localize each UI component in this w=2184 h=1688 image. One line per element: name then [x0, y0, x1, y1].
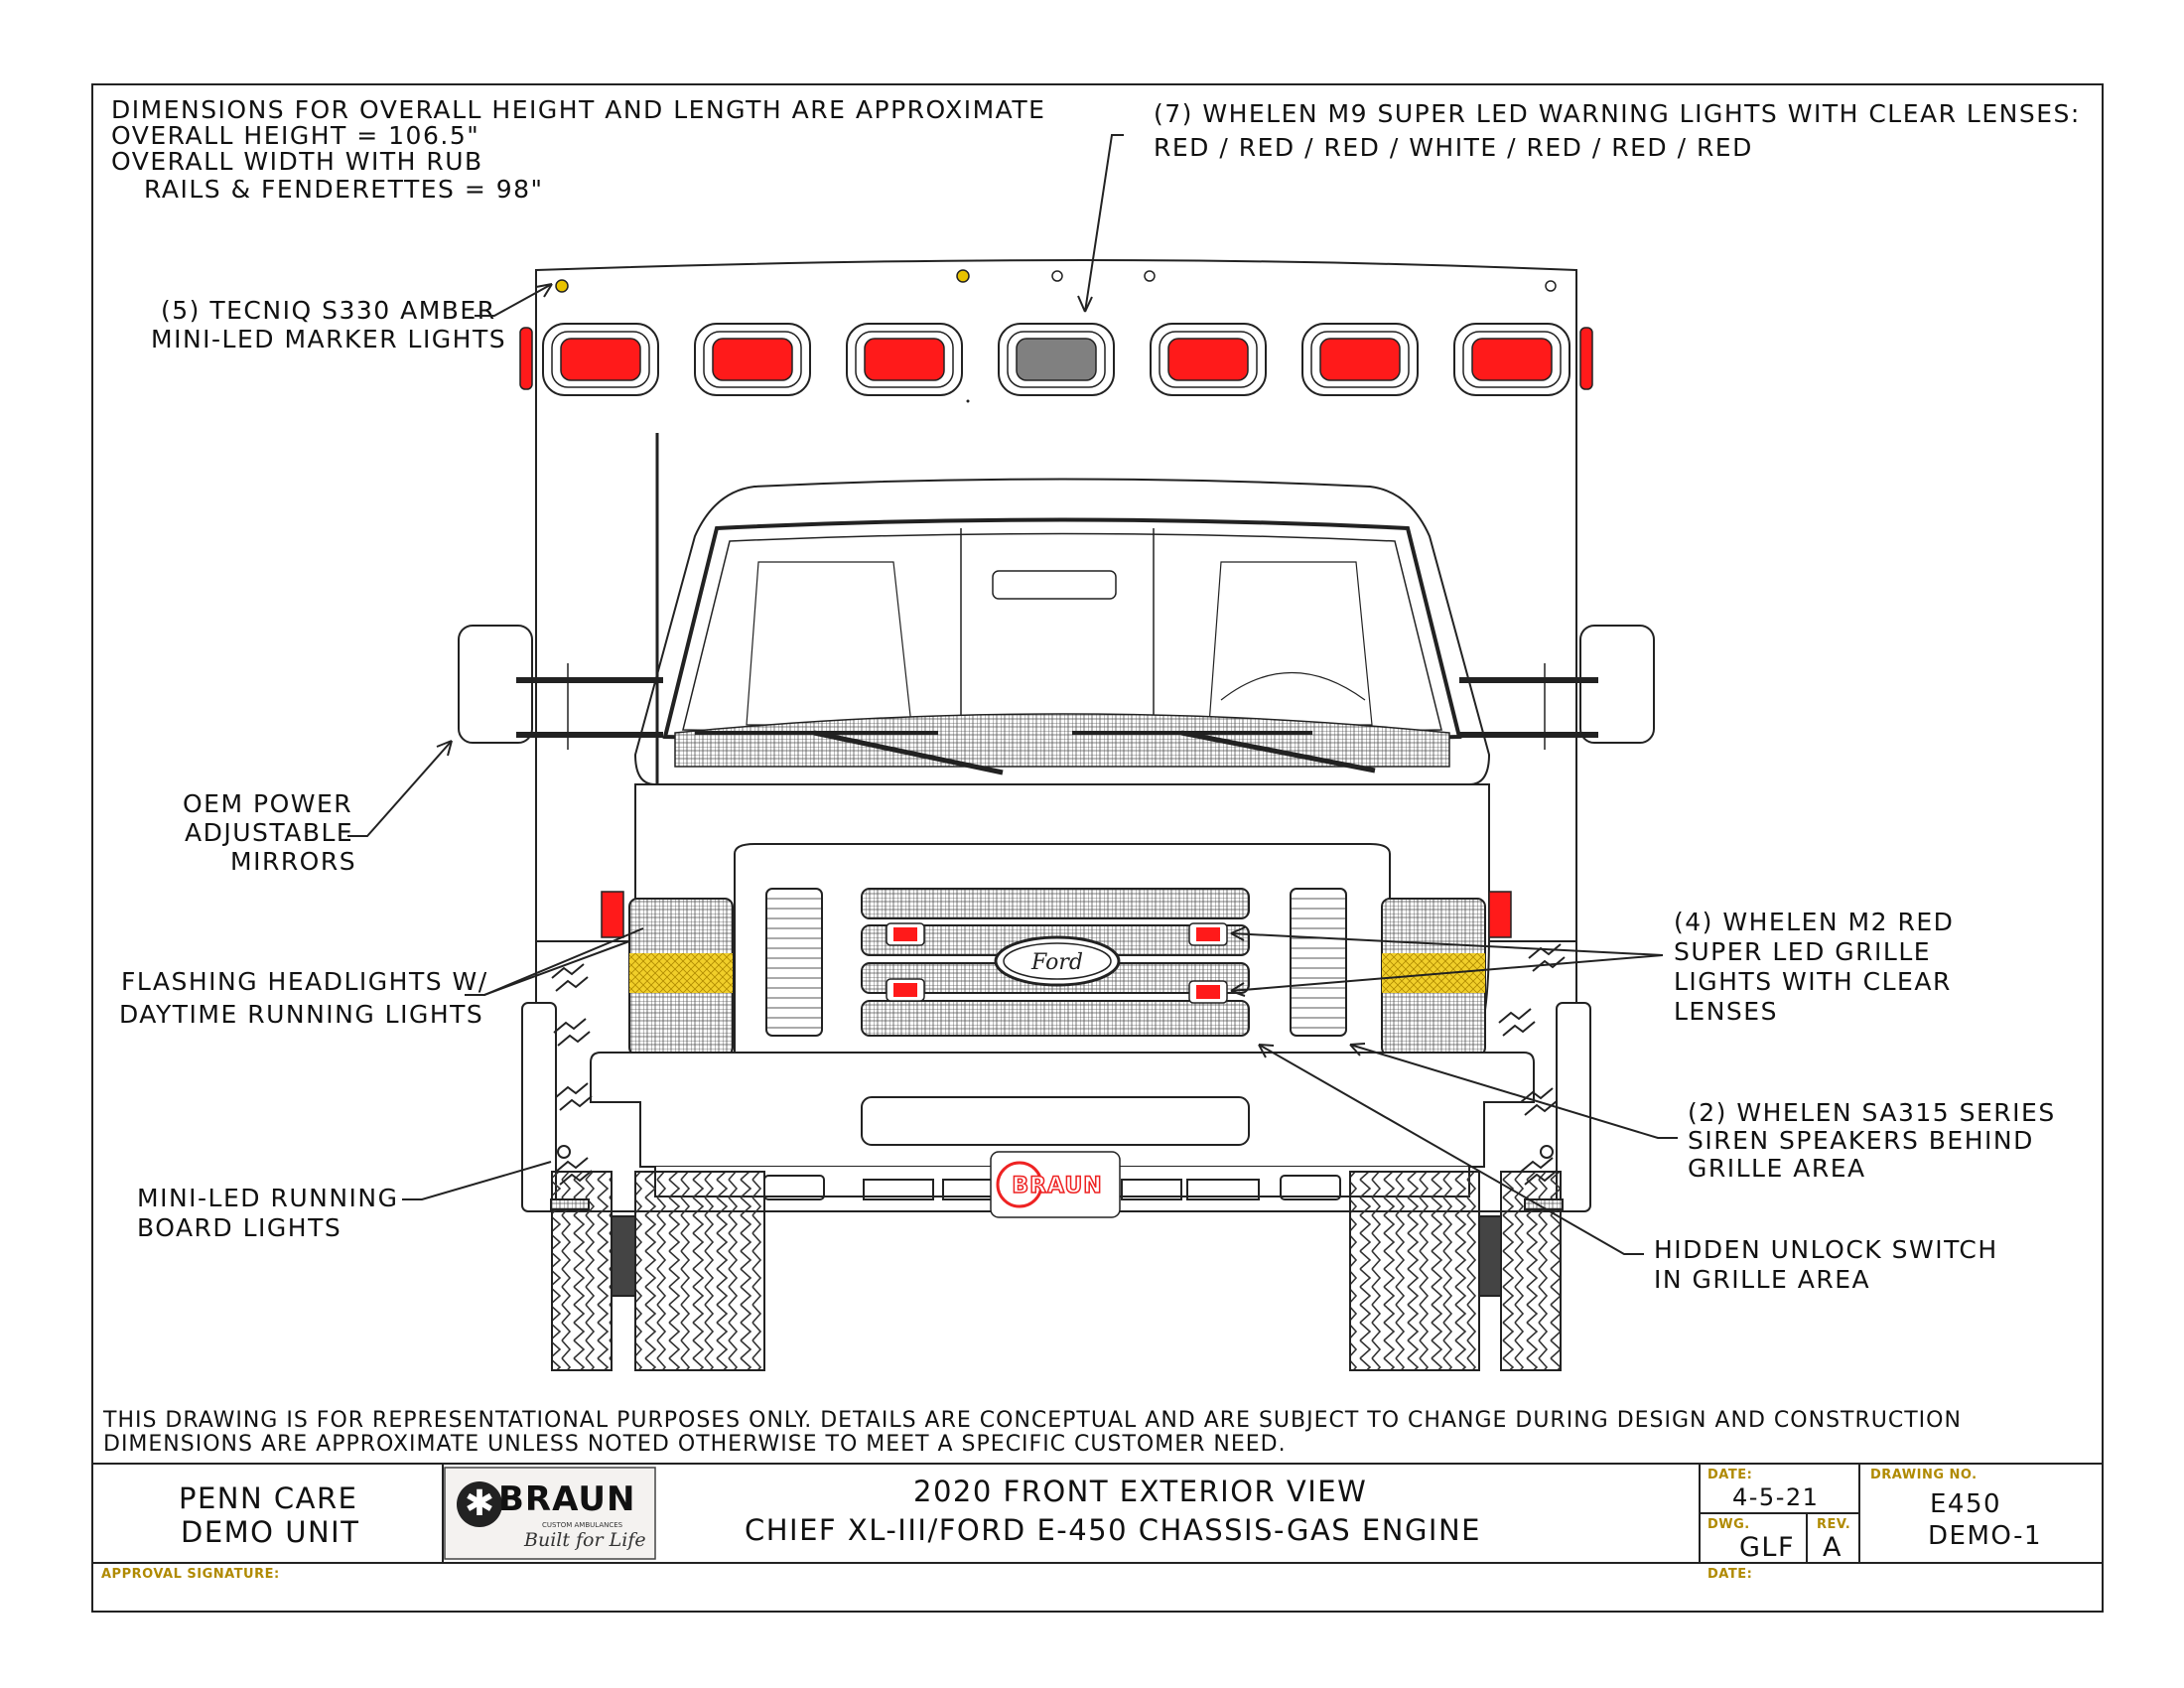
right-fender-marker: [1488, 891, 1512, 938]
right-running-board-light: [1540, 1145, 1554, 1159]
braun-logo: ✱ BRAUN CUSTOM AMBULANCES Built for Life: [455, 1474, 647, 1555]
callout-siren-line1: (2) WHELEN SA315 SERIES: [1688, 1098, 2056, 1127]
callout-grille-lights-line1: (4) WHELEN M2 RED: [1674, 908, 1955, 936]
left-fender-marker: [601, 891, 624, 938]
drawing-no-line1: E450: [1930, 1489, 2002, 1519]
right-drl-amber: [1382, 953, 1485, 993]
left-drl-amber: [629, 953, 733, 993]
callout-running-board-line1: MINI-LED RUNNING: [137, 1184, 399, 1212]
right-side-corner-light: [1579, 327, 1593, 390]
date-value: 4-5-21: [1732, 1483, 1820, 1511]
callout-warning-lights-line2: RED / RED / RED / WHITE / RED / RED / RE…: [1154, 133, 1753, 162]
left-side-corner-light: [519, 327, 533, 390]
customer-name-line2: DEMO UNIT: [181, 1515, 360, 1549]
callout-grille-lights-line2: SUPER LED GRILLE: [1674, 937, 1932, 966]
warning-light-7: [1453, 323, 1570, 396]
logo-subtext: CUSTOM AMBULANCES: [542, 1521, 623, 1529]
drawing-sheet-border: [91, 83, 2104, 1613]
rev-label: REV.: [1817, 1517, 1851, 1532]
rearview-mirror: [992, 570, 1117, 600]
callout-mirrors-line1: OEM POWER: [183, 789, 353, 818]
callout-marker-lights-line2: MINI-LED MARKER LIGHTS: [151, 325, 507, 353]
dims-note-line3: OVERALL WIDTH WITH RUB: [111, 147, 483, 176]
amber-marker-lights: [555, 269, 1557, 293]
ford-badge-text: Ford: [1030, 950, 1083, 975]
logo-script: Built for Life: [524, 1529, 646, 1551]
right-inner-tire: [1349, 1171, 1480, 1371]
front-bumper: [590, 1052, 1535, 1168]
ford-oval-badge: [994, 935, 1121, 987]
drawing-no-line2: DEMO-1: [1928, 1521, 2042, 1551]
callout-grille-lights-line4: LENSES: [1674, 997, 1778, 1026]
cowl-panel: [674, 713, 1450, 768]
windshield-glass: [682, 532, 1442, 735]
dwg-label: DWG.: [1707, 1517, 1750, 1532]
callout-siren-line3: GRILLE AREA: [1688, 1154, 1866, 1183]
callout-unlock-line1: HIDDEN UNLOCK SWITCH: [1654, 1235, 1998, 1264]
callout-marker-lights-line1: (5) TECNIQ S330 AMBER: [161, 296, 496, 325]
warning-light-6: [1301, 323, 1419, 396]
left-running-board-light: [557, 1145, 571, 1159]
dims-note-line2: OVERALL HEIGHT = 106.5": [111, 121, 480, 150]
warning-lights-row: [542, 323, 1570, 396]
warning-light-2: [694, 323, 811, 396]
approval-signature-label: APPROVAL SIGNATURE:: [101, 1567, 280, 1582]
callout-warning-lights-line1: (7) WHELEN M9 SUPER LED WARNING LIGHTS W…: [1154, 99, 2081, 128]
front-plate: [990, 1151, 1121, 1218]
bumper-opening: [861, 1096, 1250, 1146]
rev-value: A: [1823, 1532, 1843, 1563]
drawing-no-label: DRAWING NO.: [1870, 1468, 1978, 1482]
warning-light-1: [542, 323, 659, 396]
grille-lights: [886, 922, 1228, 1004]
logo-wordmark: BRAUN: [498, 1479, 636, 1519]
dwg-value: GLF: [1739, 1532, 1795, 1563]
date-label: DATE:: [1707, 1468, 1753, 1482]
callout-siren-line2: SIREN SPEAKERS BEHIND: [1688, 1126, 2034, 1155]
left-mirror-head: [458, 625, 533, 744]
left-inner-tire: [634, 1171, 765, 1371]
disclaimer-line1: THIS DRAWING IS FOR REPRESENTATIONAL PUR…: [103, 1408, 1962, 1433]
title-block: [91, 1463, 2104, 1564]
dims-note-line4: RAILS & FENDERETTES = 98": [144, 175, 544, 204]
left-grille-vent: [765, 888, 823, 1037]
right-grille-vent: [1290, 888, 1347, 1037]
callout-running-board-line2: BOARD LIGHTS: [137, 1213, 342, 1242]
right-mirror-head: [1579, 625, 1655, 744]
plate-brand-text: BRAUN: [1012, 1174, 1102, 1198]
leader-lines: [347, 134, 1678, 1255]
grille-bar-4: [861, 1000, 1250, 1037]
right-fenderette: [1556, 1002, 1591, 1212]
approval-date-label: DATE:: [1707, 1567, 1753, 1582]
warning-light-4-white: [998, 323, 1115, 396]
left-fenderette: [521, 1002, 557, 1212]
warning-light-5: [1150, 323, 1267, 396]
disclaimer-line2: DIMENSIONS ARE APPROXIMATE UNLESS NOTED …: [103, 1432, 1287, 1457]
callout-unlock-line2: IN GRILLE AREA: [1654, 1265, 1871, 1294]
callout-mirrors-line2: ADJUSTABLE: [185, 818, 354, 847]
callout-headlights-line2: DAYTIME RUNNING LIGHTS: [119, 1000, 484, 1029]
callout-headlights-line1: FLASHING HEADLIGHTS W/: [121, 967, 488, 996]
customer-name-line1: PENN CARE: [179, 1481, 358, 1515]
drawing-title-line2: CHIEF XL-III/FORD E-450 CHASSIS-GAS ENGI…: [745, 1513, 1481, 1547]
grille-bar-1: [861, 888, 1250, 919]
logo-star-of-life-icon: ✱: [457, 1481, 502, 1527]
callout-grille-lights-line3: LIGHTS WITH CLEAR: [1674, 967, 1952, 996]
warning-light-3: [846, 323, 963, 396]
dims-note-line1: DIMENSIONS FOR OVERALL HEIGHT AND LENGTH…: [111, 95, 1046, 124]
callout-mirrors-line3: MIRRORS: [230, 847, 357, 876]
drawing-title-line1: 2020 FRONT EXTERIOR VIEW: [913, 1475, 1368, 1508]
